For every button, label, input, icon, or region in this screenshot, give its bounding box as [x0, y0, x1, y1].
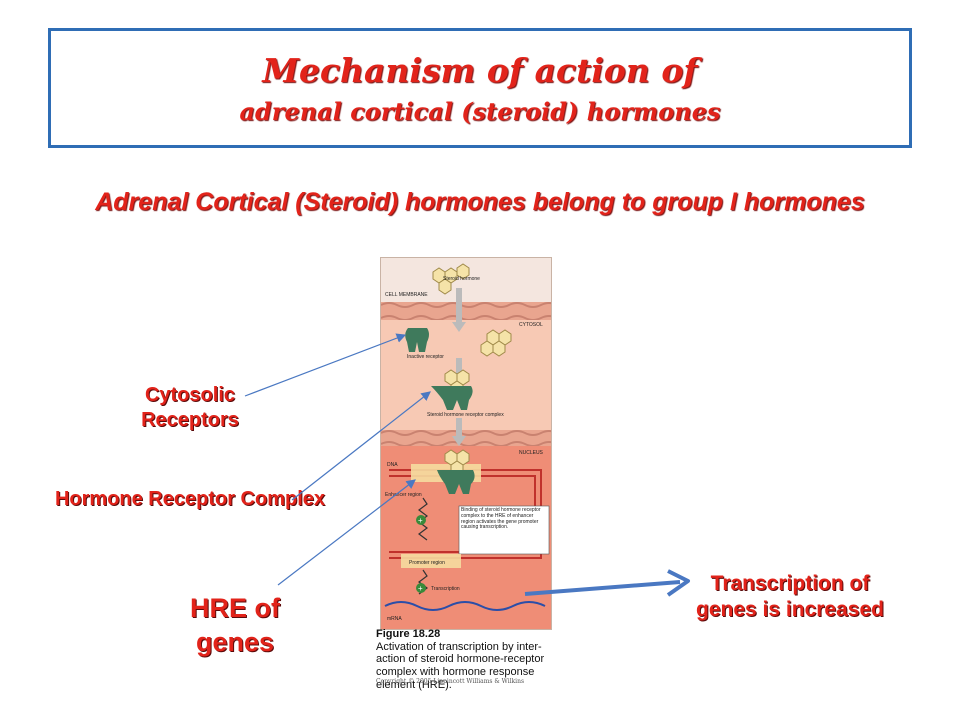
plus-marker-1: + — [418, 516, 423, 525]
arrow-to-complex — [291, 391, 431, 501]
fig-label-enhancer: Enhancer region — [385, 492, 422, 498]
figure-illustration: + + Steroid hormone CELL MEMBRANE CYTOSO… — [381, 258, 551, 629]
arrow-to-inactive-receptor — [244, 333, 407, 397]
figure-caption: Figure 18.28 Activation of transcription… — [376, 628, 566, 691]
complex-receptor-shape — [431, 386, 473, 410]
title-box: Mechanism of action of adrenal cortical … — [48, 28, 912, 148]
slide-title: Mechanism of action of — [262, 51, 698, 90]
fig-label-promoter: Promoter region — [409, 560, 445, 566]
fig-label-cell-membrane: CELL MEMBRANE — [385, 292, 428, 298]
arrow-transcription-head — [666, 569, 690, 597]
arrow-transcription-shaft — [524, 580, 681, 596]
figure-number: Figure 18.28 — [376, 628, 441, 640]
fig-label-dna: DNA — [387, 462, 398, 468]
plus-marker-2: + — [418, 584, 423, 593]
slide-title-subline: adrenal cortical (steroid) hormones — [239, 97, 721, 126]
slide-subtitle: Adrenal Cortical (Steroid) hormones belo… — [95, 188, 865, 216]
figure-caption-text: Activation of transcription by inter-act… — [376, 640, 545, 691]
label-transcription-increased: Transcription of genes is increased — [696, 572, 884, 622]
label-cytosolic-receptors: Cytosolic Receptors — [141, 384, 239, 431]
fig-label-steroid-hormone: Steroid hormone — [443, 276, 480, 282]
fig-label-cytosol: CYTOSOL — [519, 322, 543, 328]
arrow-to-hre — [277, 479, 416, 586]
cytosol-hormone-molecule — [480, 329, 512, 357]
mrna-strand — [384, 601, 546, 611]
promoter-region-box — [401, 554, 461, 568]
binding-note-box — [458, 505, 550, 555]
label-hre-of-genes: HRE of genes — [190, 593, 280, 657]
dna-bound-receptor-shape — [437, 470, 475, 494]
copyright-notice: Copyright © 2005 Lippincott Williams & W… — [376, 678, 525, 685]
steroid-hormone-molecule — [432, 263, 470, 295]
fig-label-inactive-receptor: Inactive receptor — [407, 354, 444, 360]
fig-label-mrna: mRNA — [387, 616, 402, 622]
fig-label-complex: Steroid hormone receptor complex — [427, 412, 504, 418]
inactive-receptor-shape — [405, 328, 429, 352]
steroid-mechanism-figure: + + Steroid hormone CELL MEMBRANE CYTOSO… — [380, 257, 552, 630]
fig-label-nucleus: NUCLEUS — [519, 450, 544, 456]
fig-label-transcription: Transcription — [431, 586, 460, 592]
binding-note-text: Binding of steroid hormone receptor comp… — [461, 507, 541, 531]
label-hormone-receptor-complex: Hormone Receptor Complex — [54, 488, 326, 510]
